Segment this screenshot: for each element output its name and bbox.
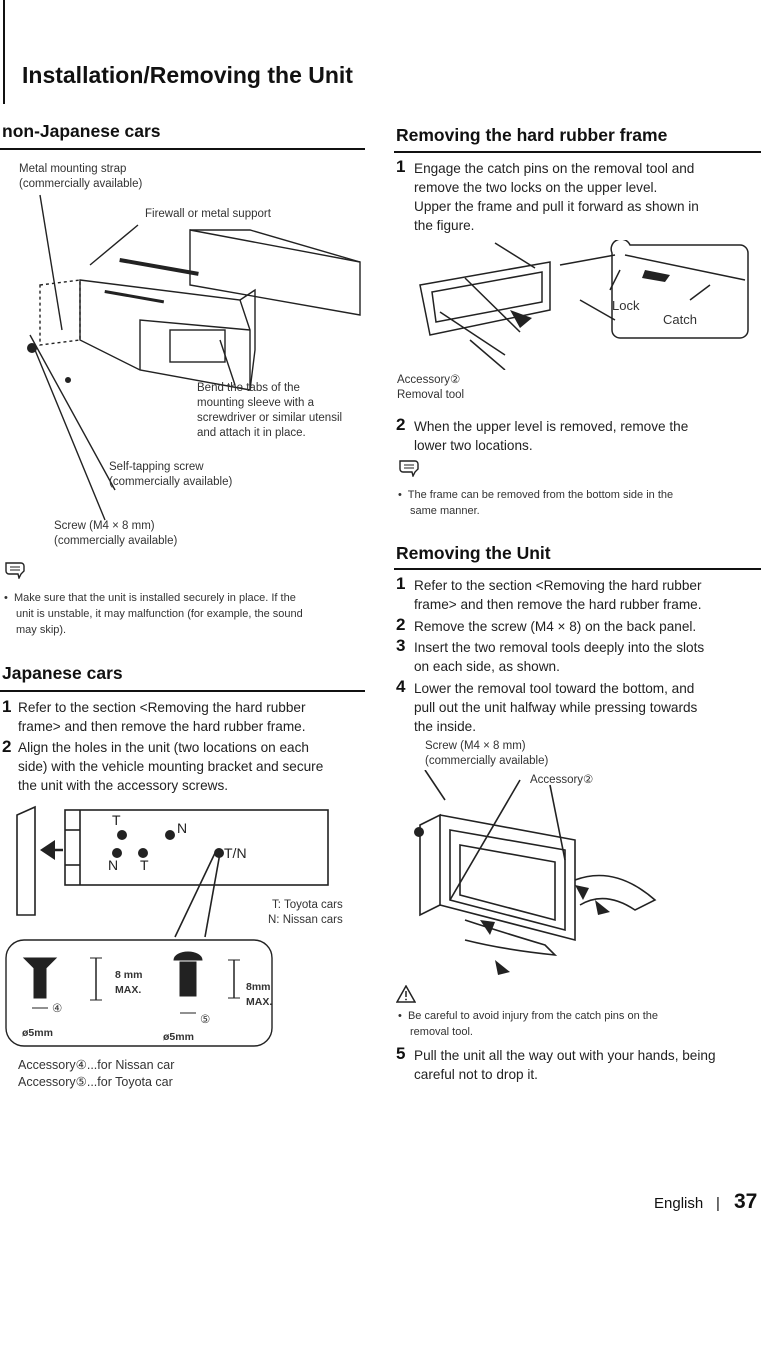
bracket-label-t: T bbox=[112, 812, 121, 828]
step-text: Refer to the section <Removing the hard … bbox=[18, 700, 306, 734]
heading-removing-frame: Removing the hard rubber frame bbox=[396, 125, 668, 145]
step-text: Remove the screw (M4 × 8) on the back pa… bbox=[414, 619, 697, 634]
heading-rule bbox=[394, 568, 761, 570]
heading-non-japanese: non-Japanese cars bbox=[2, 121, 161, 141]
installation-diagram bbox=[27, 194, 361, 521]
frame-removal-diagram bbox=[419, 240, 749, 370]
step-number: 1 bbox=[2, 697, 12, 716]
label-tapping-screw: Self-tapping screw(commercially availabl… bbox=[109, 461, 233, 488]
step-number: 2 bbox=[2, 737, 12, 756]
label-screw: Screw (M4 × 8 mm)(commercially available… bbox=[54, 520, 178, 547]
heading-rule bbox=[0, 148, 365, 150]
page-number: 37 bbox=[734, 1190, 758, 1213]
label-unit-screw: Screw (M4 × 8 mm)(commercially available… bbox=[425, 740, 549, 767]
label-accessory-2: Accessory② bbox=[530, 774, 594, 786]
label-firewall: Firewall or metal support bbox=[145, 208, 271, 220]
step-text: Refer to the section <Removing the hard … bbox=[414, 578, 702, 612]
step-number: 5 bbox=[396, 1044, 406, 1063]
note-icon bbox=[5, 562, 25, 579]
footer-separator: | bbox=[716, 1195, 720, 1212]
note-icon bbox=[399, 460, 419, 477]
page-title: Installation/Removing the Unit bbox=[22, 62, 353, 88]
step-text: Align the holes in the unit (two locatio… bbox=[18, 740, 324, 793]
bracket-diagram bbox=[16, 805, 329, 938]
step-text: Insert the two removal tools deeply into… bbox=[414, 640, 705, 674]
bracket-label-n: N bbox=[177, 820, 188, 836]
step-text: Lower the removal tool toward the bottom… bbox=[414, 681, 698, 734]
step-number: 4 bbox=[396, 677, 406, 696]
step-number: 1 bbox=[396, 574, 406, 593]
caution-catch-pins: • Be careful to avoid injury from the ca… bbox=[398, 1010, 659, 1038]
bracket-label-tn: T/N bbox=[224, 845, 247, 861]
heading-rule bbox=[394, 151, 761, 153]
title-bar bbox=[3, 0, 5, 104]
step-text: Engage the catch pins on the removal too… bbox=[414, 161, 699, 233]
accessory-5-mark: ⑤ bbox=[200, 1014, 211, 1026]
heading-removing-unit: Removing the Unit bbox=[396, 543, 551, 563]
step-number: 2 bbox=[396, 415, 406, 434]
footer-language: English bbox=[654, 1195, 704, 1212]
note-frame-bottom: • The frame can be removed from the bott… bbox=[398, 489, 674, 517]
heading-japanese: Japanese cars bbox=[2, 663, 123, 683]
step-number: 2 bbox=[396, 615, 406, 634]
screw-diagram bbox=[5, 939, 273, 1047]
note-secure-install: • Make sure that the unit is installed s… bbox=[4, 592, 303, 636]
step-number: 1 bbox=[396, 157, 406, 176]
step-text: Pull the unit all the way out with your … bbox=[414, 1048, 716, 1082]
heading-rule bbox=[0, 690, 365, 692]
label-catch: Catch bbox=[663, 312, 697, 327]
unit-removal-diagram bbox=[414, 770, 657, 975]
bracket-label-n: N bbox=[108, 857, 119, 873]
screw-diameter-1: ø5mm bbox=[22, 1027, 53, 1039]
step-number: 3 bbox=[396, 636, 406, 655]
step-text: When the upper level is removed, remove … bbox=[414, 419, 689, 453]
bracket-label-t: T bbox=[140, 857, 149, 873]
accessory-4-mark: ④ bbox=[52, 1003, 63, 1015]
caution-icon bbox=[396, 985, 416, 1003]
label-lock: Lock bbox=[612, 298, 640, 313]
label-strap: Metal mounting strap(commercially availa… bbox=[19, 163, 143, 190]
screw-diameter-2: ø5mm bbox=[163, 1031, 194, 1043]
